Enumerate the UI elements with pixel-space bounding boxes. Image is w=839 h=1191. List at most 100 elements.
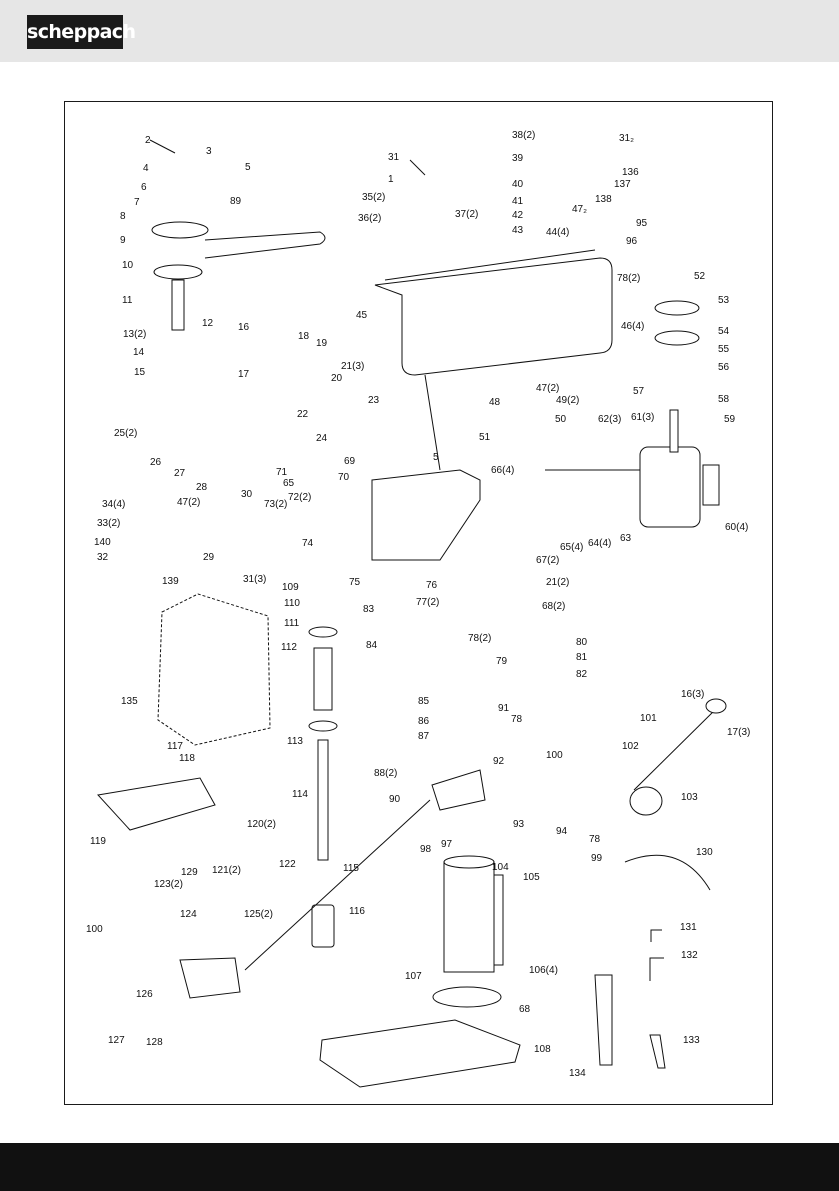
part-label: 95 [636, 218, 648, 229]
part-label: 128 [146, 1037, 163, 1048]
part-label: 50 [555, 414, 567, 425]
feed-knob [705, 698, 727, 714]
part-label: 5 [433, 452, 439, 463]
part-label: 68 [519, 1004, 531, 1015]
part-label: 25(2) [114, 428, 137, 439]
part-label: 54 [718, 326, 730, 337]
part-label: 91 [498, 703, 510, 714]
part-label: 131 [680, 922, 697, 933]
part-label: 93 [513, 819, 525, 830]
footer-band [0, 1143, 839, 1191]
part-label: 65(4) [560, 542, 583, 553]
part-label: 118 [179, 753, 195, 764]
leader [244, 799, 431, 971]
part-label: 26 [150, 457, 162, 468]
part-label: 127 [108, 1035, 125, 1046]
table-bracket [431, 769, 486, 811]
belt-guard-cover [374, 257, 613, 376]
part-label: 27 [174, 468, 186, 479]
part-label: 16 [238, 322, 250, 333]
spindle-pulley [151, 221, 209, 239]
hex-key-large [649, 957, 664, 981]
spindle-sleeve [171, 279, 185, 331]
cover-rim [384, 249, 596, 281]
column [443, 861, 495, 973]
part-label: 109 [282, 582, 299, 593]
part-label: 76 [426, 580, 438, 591]
part-label: 123(2) [154, 879, 183, 890]
part-label: 78(2) [468, 633, 491, 644]
table-arm [179, 957, 241, 999]
part-label: 138 [595, 194, 612, 205]
part-label: 7 [134, 197, 140, 208]
part-label: 90 [389, 794, 401, 805]
part-label: 64(4) [588, 538, 611, 549]
part-label: 101 [640, 713, 657, 724]
column-top [443, 855, 495, 869]
part-label: 125(2) [244, 909, 273, 920]
part-label: 133 [683, 1035, 700, 1046]
part-label: 3 [206, 146, 212, 157]
part-label: 31(3) [243, 574, 266, 585]
part-label: 100 [546, 750, 563, 761]
part-label: 107 [405, 971, 422, 982]
part-label: 122 [279, 859, 296, 870]
part-label: 129 [181, 867, 198, 878]
part-label: 43 [512, 225, 524, 236]
part-label: 8 [120, 211, 126, 222]
part-label: 99 [591, 853, 603, 864]
head-casting [371, 469, 481, 561]
quill-ring [308, 626, 338, 638]
part-label: 73(2) [264, 499, 287, 510]
part-label: 36(2) [358, 213, 381, 224]
leader [149, 139, 176, 154]
part-label: 89 [230, 196, 242, 207]
part-label: 4 [143, 163, 149, 174]
part-label: 85 [418, 696, 430, 707]
part-label: 45 [356, 310, 368, 321]
part-label: 84 [366, 640, 378, 651]
part-label: 134 [569, 1068, 586, 1079]
part-label: 98 [420, 844, 432, 855]
part-label: 52 [694, 271, 706, 282]
part-label: 32 [97, 552, 109, 563]
feed-handle-shaft [633, 704, 721, 791]
work-table [97, 777, 216, 831]
spindle-pulley-lower [153, 264, 203, 280]
part-label: 78 [511, 714, 523, 725]
part-label: 61(3) [631, 412, 654, 423]
part-label: 5 [245, 162, 251, 173]
part-label: 71 [276, 467, 288, 478]
chuck-guard-group [157, 593, 271, 746]
part-label: 47₂ [572, 204, 587, 215]
part-label: 17(3) [727, 727, 750, 738]
part-label: 110 [284, 598, 300, 609]
part-label: 78 [589, 834, 601, 845]
part-label: 28 [196, 482, 208, 493]
part-label: 22 [297, 409, 309, 420]
part-label: 105 [523, 872, 540, 883]
part-drawings [97, 139, 727, 1088]
power-cord [624, 854, 711, 891]
part-label: 68(2) [542, 601, 565, 612]
part-label: 10 [122, 260, 134, 271]
quill [313, 647, 333, 711]
part-label: 47(2) [177, 497, 200, 508]
part-label: 51 [479, 432, 491, 443]
spindle [317, 739, 329, 861]
part-label: 124 [180, 909, 197, 920]
part-label: 117 [167, 741, 183, 752]
part-label: 23 [368, 395, 380, 406]
part-label: 67(2) [536, 555, 559, 566]
part-label: 88(2) [374, 768, 397, 779]
hex-key-small [650, 929, 662, 942]
part-label: 62(3) [598, 414, 621, 425]
part-label: 102 [622, 741, 639, 752]
part-label: 104 [492, 862, 509, 873]
part-label: 116 [349, 906, 365, 917]
base-plate [319, 1019, 521, 1088]
part-label: 111 [284, 618, 300, 629]
part-label: 38(2) [512, 130, 535, 141]
drill-chuck [311, 904, 335, 948]
